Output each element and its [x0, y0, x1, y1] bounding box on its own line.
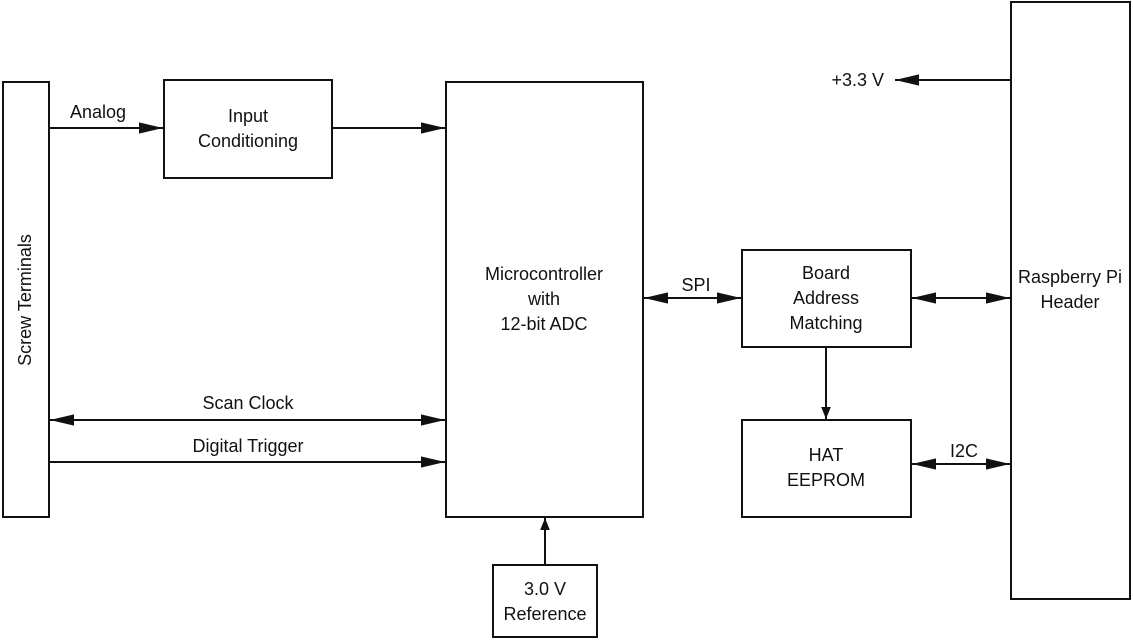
input-conditioning-label-line-1: Input — [228, 106, 268, 126]
hat-eeprom-label-line-2: EEPROM — [787, 470, 865, 490]
hat-eeprom-label-line-1: HAT — [809, 445, 844, 465]
input-conditioning-label-line-2: Conditioning — [198, 131, 298, 151]
microcontroller-label-line-2: with — [527, 289, 560, 309]
analog-label: Analog — [70, 102, 126, 122]
scan-clock-label: Scan Clock — [202, 393, 294, 413]
board-address-label-line-1: Board — [802, 263, 850, 283]
board-address-label-line-2: Address — [793, 288, 859, 308]
screw-terminals-block: Screw Terminals — [2, 81, 50, 518]
spi-label: SPI — [681, 275, 710, 295]
raspberry-pi-header-block: Raspberry Pi Header — [1010, 1, 1131, 600]
input-conditioning-block: Input Conditioning — [163, 79, 333, 179]
microcontroller-label-line-3: 12-bit ADC — [500, 314, 587, 334]
hat-eeprom-block: HAT EEPROM — [741, 419, 912, 518]
digital-trigger-label: Digital Trigger — [192, 436, 303, 456]
board-address-matching-block: Board Address Matching — [741, 249, 912, 348]
screw-terminals-label: Screw Terminals — [15, 234, 35, 366]
board-address-label-line-3: Matching — [789, 313, 862, 333]
microcontroller-block: Microcontroller with 12-bit ADC — [445, 81, 644, 518]
rpi-header-label-line-2: Header — [1040, 292, 1099, 312]
reference-label-line-1: 3.0 V — [524, 579, 566, 599]
reference-label-line-2: Reference — [503, 604, 586, 624]
microcontroller-label-line-1: Microcontroller — [485, 264, 603, 284]
supply-voltage-label: +3.3 V — [831, 70, 884, 90]
i2c-label: I2C — [950, 441, 978, 461]
rpi-header-label-line-1: Raspberry Pi — [1018, 267, 1122, 287]
reference-block: 3.0 V Reference — [492, 564, 598, 638]
